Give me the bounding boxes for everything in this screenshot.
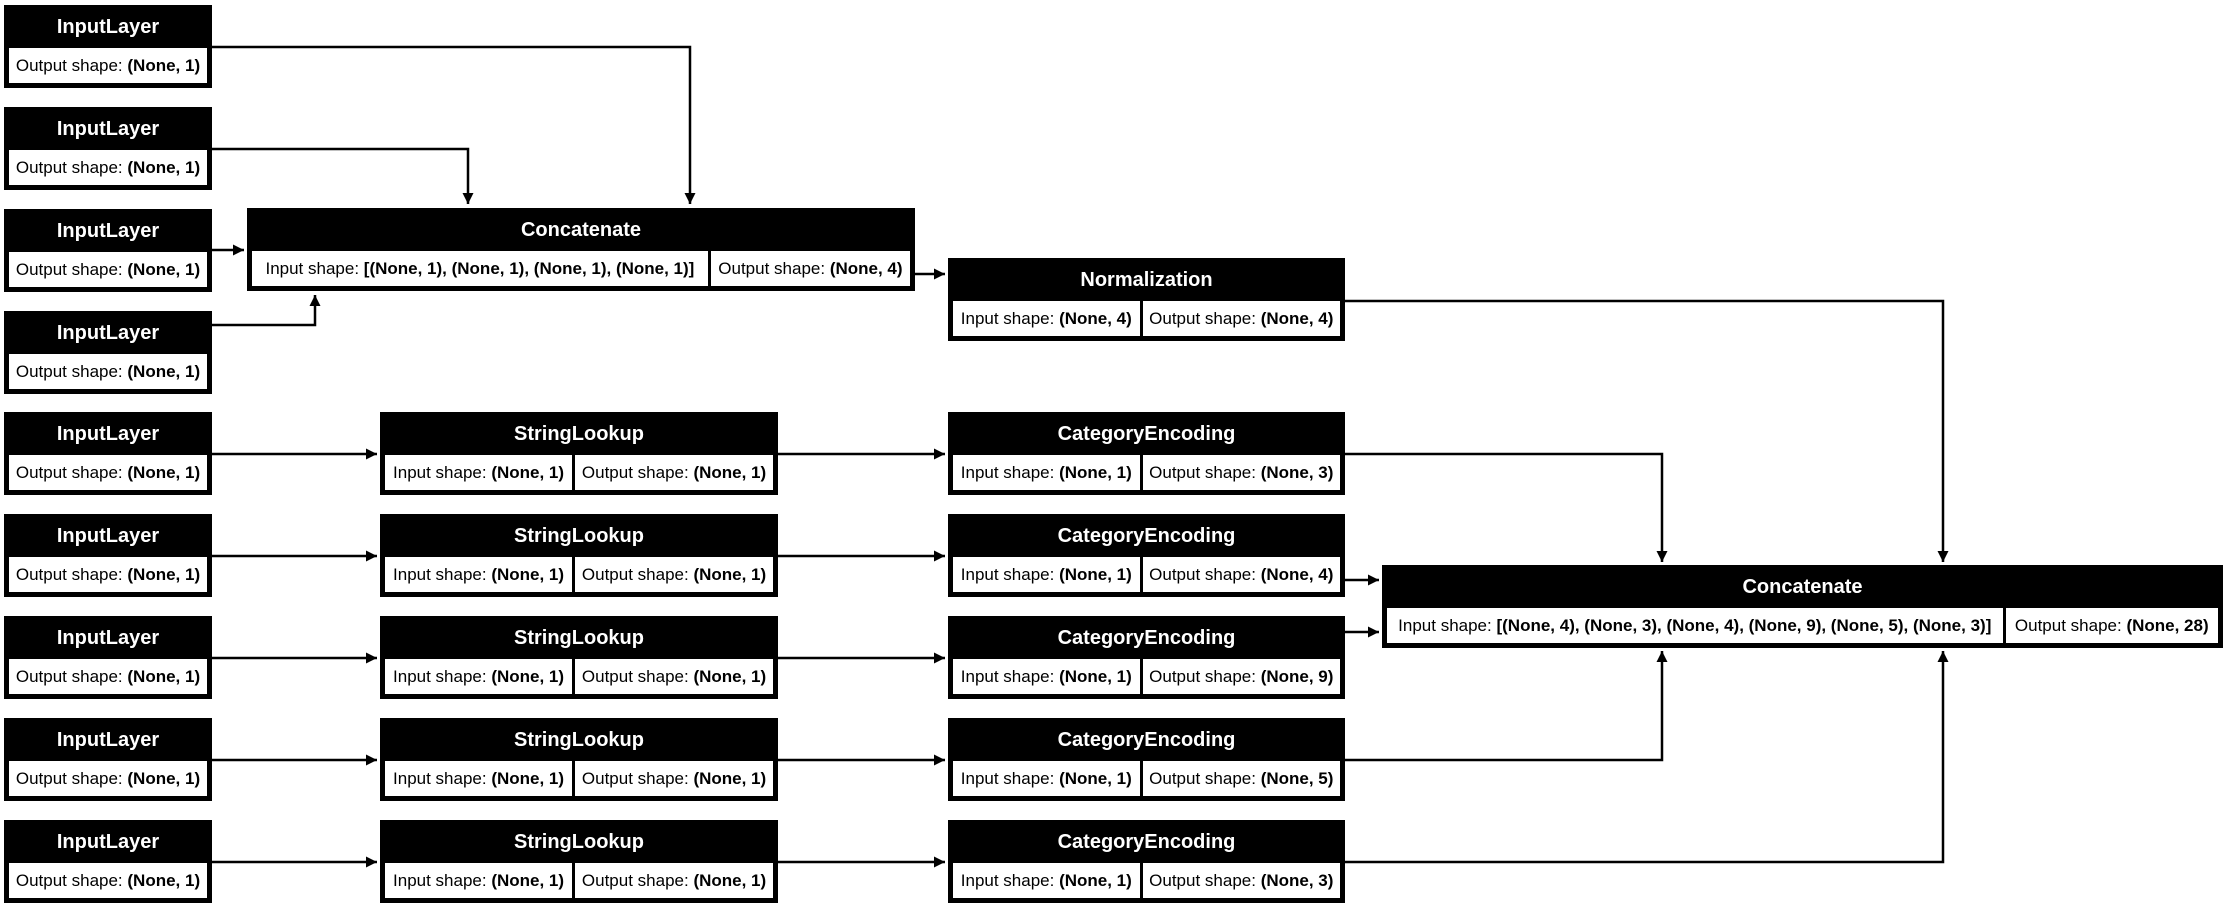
node-string-lookup-2: StringLookup Input shape: (None, 1) Outp… — [380, 514, 778, 597]
node-input-layer-7: InputLayer Output shape: (None, 1) — [4, 616, 212, 699]
layer-title: CategoryEncoding — [1057, 729, 1236, 751]
output-shape-cell: Output shape: (None, 1) — [9, 863, 207, 898]
output-shape-cell: Output shape: (None, 1) — [575, 659, 773, 694]
output-shape-cell: Output shape: (None, 4) — [710, 251, 910, 286]
input-shape-cell: Input shape: (None, 1) — [385, 557, 573, 592]
edge-input2-to-concatenate1 — [212, 147, 474, 204]
node-input-layer-6: InputLayer Output shape: (None, 1) — [4, 514, 212, 597]
node-concatenate-1: Concatenate Input shape: [(None, 1), (No… — [247, 208, 915, 291]
edge-categoryencoding4-to-concatenate2 — [1345, 651, 1668, 762]
output-shape-cell: Output shape: (None, 1) — [9, 659, 207, 694]
layer-title: Normalization — [1080, 269, 1213, 291]
node-category-encoding-3: CategoryEncoding Input shape: (None, 1) … — [948, 616, 1345, 699]
layer-title: Concatenate — [1742, 576, 1863, 598]
output-shape-cell: Output shape: (None, 1) — [9, 557, 207, 592]
node-category-encoding-5: CategoryEncoding Input shape: (None, 1) … — [948, 820, 1345, 903]
layer-title: InputLayer — [56, 627, 160, 649]
input-shape-cell: Input shape: (None, 1) — [953, 761, 1140, 796]
layer-title: InputLayer — [56, 423, 160, 445]
input-shape-cell: Input shape: [(None, 4), (None, 3), (Non… — [1387, 608, 2003, 643]
node-string-lookup-1: StringLookup Input shape: (None, 1) Outp… — [380, 412, 778, 495]
output-shape-cell: Output shape: (None, 3) — [1142, 863, 1340, 898]
node-category-encoding-2: CategoryEncoding Input shape: (None, 1) … — [948, 514, 1345, 597]
layer-title: InputLayer — [56, 729, 160, 751]
node-input-layer-1: InputLayer Output shape: (None, 1) — [4, 5, 212, 88]
output-shape-cell: Output shape: (None, 1) — [575, 761, 773, 796]
layer-title: InputLayer — [56, 322, 160, 344]
node-category-encoding-1: CategoryEncoding Input shape: (None, 1) … — [948, 412, 1345, 495]
edge-input4-to-concatenate1 — [212, 295, 321, 327]
input-shape-cell: Input shape: (None, 1) — [385, 863, 573, 898]
node-input-layer-2: InputLayer Output shape: (None, 1) — [4, 107, 212, 190]
output-shape-cell: Output shape: (None, 28) — [2005, 608, 2218, 643]
layer-title: Concatenate — [520, 219, 642, 241]
node-normalization: Normalization Input shape: (None, 4) Out… — [948, 258, 1345, 341]
input-shape-cell: Input shape: (None, 1) — [953, 863, 1140, 898]
layer-title: CategoryEncoding — [1057, 423, 1236, 445]
layer-title: StringLookup — [514, 525, 644, 547]
node-string-lookup-4: StringLookup Input shape: (None, 1) Outp… — [380, 718, 778, 801]
output-shape-cell: Output shape: (None, 1) — [9, 252, 207, 287]
layer-title: InputLayer — [56, 16, 160, 38]
input-shape-cell: Input shape: (None, 1) — [953, 455, 1140, 490]
input-shape-cell: Input shape: (None, 1) — [953, 557, 1140, 592]
layer-title: CategoryEncoding — [1057, 627, 1236, 649]
edge-categoryencoding5-to-concatenate2 — [1345, 651, 1949, 864]
layer-title: InputLayer — [56, 220, 160, 242]
input-shape-cell: Input shape: (None, 4) — [953, 301, 1140, 336]
node-category-encoding-4: CategoryEncoding Input shape: (None, 1) … — [948, 718, 1345, 801]
input-shape-cell: Input shape: (None, 1) — [385, 659, 573, 694]
output-shape-cell: Output shape: (None, 1) — [9, 455, 207, 490]
node-input-layer-8: InputLayer Output shape: (None, 1) — [4, 718, 212, 801]
node-input-layer-5: InputLayer Output shape: (None, 1) — [4, 412, 212, 495]
output-shape-cell: Output shape: (None, 1) — [9, 48, 207, 83]
output-shape-cell: Output shape: (None, 9) — [1142, 659, 1340, 694]
output-shape-cell: Output shape: (None, 1) — [9, 761, 207, 796]
layer-title: InputLayer — [56, 831, 160, 853]
edge-input1-to-concatenate1 — [212, 45, 696, 204]
node-input-layer-9: InputLayer Output shape: (None, 1) — [4, 820, 212, 903]
node-concatenate-2: Concatenate Input shape: [(None, 4), (No… — [1382, 565, 2223, 648]
layer-title: StringLookup — [514, 423, 644, 445]
layer-title: CategoryEncoding — [1057, 831, 1236, 853]
node-string-lookup-3: StringLookup Input shape: (None, 1) Outp… — [380, 616, 778, 699]
output-shape-cell: Output shape: (None, 5) — [1142, 761, 1340, 796]
output-shape-cell: Output shape: (None, 4) — [1142, 557, 1340, 592]
input-shape-cell: Input shape: [(None, 1), (None, 1), (Non… — [252, 251, 708, 286]
output-shape-cell: Output shape: (None, 4) — [1142, 301, 1340, 336]
layer-title: StringLookup — [514, 831, 644, 853]
layer-title: CategoryEncoding — [1057, 525, 1236, 547]
input-shape-cell: Input shape: (None, 1) — [953, 659, 1140, 694]
output-shape-cell: Output shape: (None, 3) — [1142, 455, 1340, 490]
layer-title: StringLookup — [514, 627, 644, 649]
node-input-layer-4: InputLayer Output shape: (None, 1) — [4, 311, 212, 394]
node-string-lookup-5: StringLookup Input shape: (None, 1) Outp… — [380, 820, 778, 903]
output-shape-cell: Output shape: (None, 1) — [575, 557, 773, 592]
output-shape-cell: Output shape: (None, 1) — [575, 455, 773, 490]
layer-title: InputLayer — [56, 118, 160, 140]
layer-title: StringLookup — [514, 729, 644, 751]
input-shape-cell: Input shape: (None, 1) — [385, 455, 573, 490]
input-shape-cell: Input shape: (None, 1) — [385, 761, 573, 796]
edge-categoryencoding1-to-concatenate2 — [1345, 452, 1668, 562]
output-shape-cell: Output shape: (None, 1) — [575, 863, 773, 898]
node-input-layer-3: InputLayer Output shape: (None, 1) — [4, 209, 212, 292]
output-shape-cell: Output shape: (None, 1) — [9, 150, 207, 185]
layer-title: InputLayer — [56, 525, 160, 547]
edge-normalization-to-concatenate2 — [1345, 299, 1949, 562]
output-shape-cell: Output shape: (None, 1) — [9, 354, 207, 389]
